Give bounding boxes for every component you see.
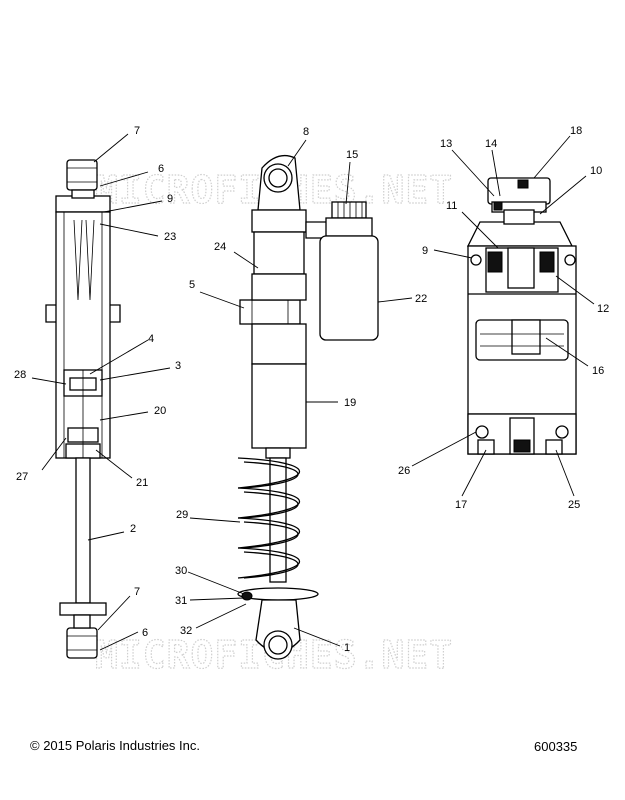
left-leader-lines bbox=[31, 133, 171, 651]
callout-29: 29 bbox=[176, 509, 188, 521]
reservoir-cap bbox=[331, 201, 367, 219]
callout-8: 8 bbox=[303, 126, 309, 138]
callout-1: 1 bbox=[344, 642, 350, 654]
callout-10: 10 bbox=[590, 165, 602, 177]
callout-26: 26 bbox=[398, 465, 410, 477]
callout-19: 19 bbox=[344, 397, 356, 409]
callout-17: 17 bbox=[455, 499, 467, 511]
callout-7: 7 bbox=[134, 125, 140, 137]
callout-5: 5 bbox=[189, 279, 195, 291]
callout-4: 4 bbox=[148, 333, 154, 345]
bottom-eyelet bbox=[66, 627, 98, 659]
middle-leader-lines bbox=[187, 139, 413, 647]
left-shock-cutaway bbox=[45, 159, 121, 659]
callout-28: 28 bbox=[14, 369, 26, 381]
callout-15: 15 bbox=[346, 149, 358, 161]
coil-spring bbox=[237, 457, 301, 579]
callout-16: 16 bbox=[592, 365, 604, 377]
callout-9-right: 9 bbox=[422, 245, 428, 257]
retaining-clip bbox=[241, 591, 253, 601]
right-leader-lines bbox=[411, 135, 595, 497]
shock-upper-body bbox=[253, 231, 305, 275]
top-eyelet bbox=[66, 159, 98, 191]
callout-9: 9 bbox=[167, 193, 173, 205]
callout-6: 6 bbox=[158, 163, 164, 175]
callout-30: 30 bbox=[175, 565, 187, 577]
callout-12: 12 bbox=[597, 303, 609, 315]
callout-24: 24 bbox=[214, 241, 226, 253]
callout-21: 21 bbox=[136, 477, 148, 489]
bottom-cap bbox=[59, 602, 107, 616]
callout-23: 23 bbox=[164, 231, 176, 243]
callout-25: 25 bbox=[568, 499, 580, 511]
callout-32: 32 bbox=[180, 625, 192, 637]
callout-11: 11 bbox=[446, 200, 457, 212]
callout-14: 14 bbox=[485, 138, 497, 150]
callout-27: 27 bbox=[16, 471, 28, 483]
callout-3: 3 bbox=[175, 360, 181, 372]
shock-lower-body bbox=[251, 363, 307, 449]
shaft bbox=[75, 457, 91, 604]
copyright-text: © 2015 Polaris Industries Inc. bbox=[30, 738, 200, 753]
callout-31: 31 bbox=[175, 595, 187, 607]
right-reservoir-cutaway bbox=[466, 177, 577, 455]
adjuster-nut bbox=[239, 299, 301, 325]
diagram-number: 600335 bbox=[534, 739, 578, 754]
reservoir bbox=[319, 235, 379, 341]
callout-22: 22 bbox=[415, 293, 427, 305]
middle-shock bbox=[237, 154, 379, 660]
callout-6-bottom: 6 bbox=[142, 627, 148, 639]
callout-20: 20 bbox=[154, 405, 166, 417]
callout-2: 2 bbox=[130, 523, 136, 535]
callout-7-bottom: 7 bbox=[134, 586, 140, 598]
callout-labels: 7 6 9 23 4 3 28 20 27 21 2 7 6 8 15 24 5… bbox=[14, 125, 609, 654]
callout-18: 18 bbox=[570, 125, 582, 137]
shaft bbox=[269, 457, 287, 583]
callout-13: 13 bbox=[440, 138, 452, 150]
